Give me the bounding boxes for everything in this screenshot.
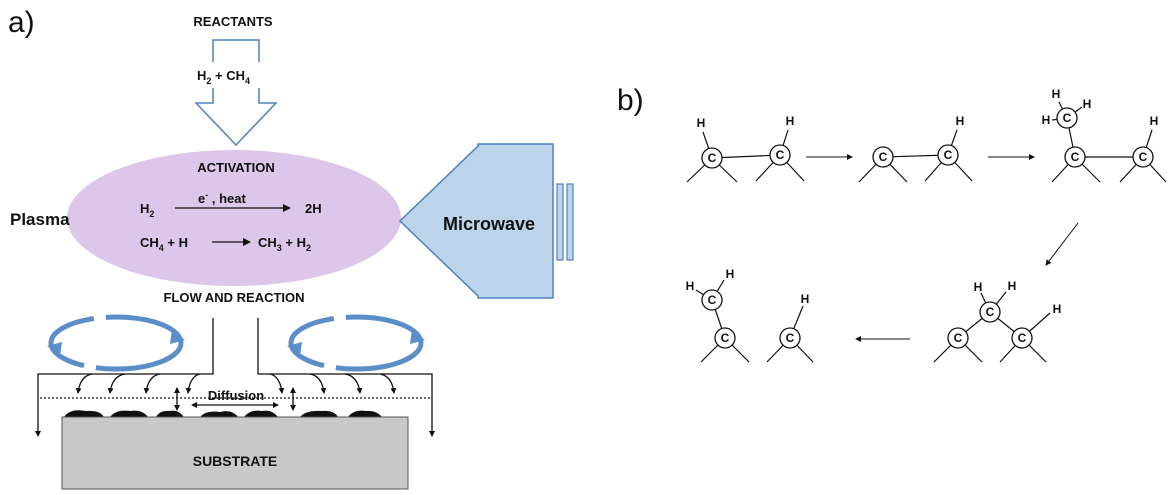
carbon-circles [701,107,1154,349]
reaction1-condition: e- , heat [198,190,246,206]
atom-c-label: C [776,148,785,162]
reaction2-left: CH4 + H [140,235,188,253]
atom-c-label: C [879,150,888,164]
atom-c-label: C [708,151,717,165]
atom-h-label: H [1042,113,1051,127]
reactants-arrow [194,39,278,147]
microwave-arrow [398,143,554,299]
panel-b-label: b) [617,84,644,117]
atom-h-label: H [786,114,795,128]
panel-a: a) REACTANTS H2 + CH4 ACTIVATION Plasma … [8,6,574,490]
atom-c-label: C [1139,150,1148,164]
flow-lines [35,318,435,437]
reaction2-right: CH3 + H2 [258,235,311,253]
plasma-label: Plasma [10,210,70,229]
flow-title: FLOW AND REACTION [163,290,304,305]
atom-c-label: C [986,305,995,319]
atom-c-label: C [786,331,795,345]
formula-plus-ch: + CH [211,68,245,83]
reactants-formula: H2 + CH4 [197,68,250,86]
formula-sub4: 4 [245,76,250,86]
diffusion-label: Diffusion [208,388,264,403]
formula-backdrop [195,62,277,88]
formula-sub2: 2 [206,76,211,86]
atom-h-label: H [1053,302,1062,316]
hydrogen-labels: H H H H H H H H H H H H H [686,87,1159,316]
swirl-left [47,314,185,372]
atom-c-label: C [1071,150,1080,164]
plasma-ellipse [67,150,401,286]
reaction-arrows [806,154,1079,342]
microwave-bar-1 [556,183,564,261]
atom-h-label: H [1052,87,1061,101]
atom-c-label: C [944,148,953,162]
formula-h: H [197,68,206,83]
swirl-right [287,314,425,372]
atom-c-label: C [1063,111,1072,125]
atom-c-label: C [721,331,730,345]
substrate-block [61,416,409,490]
atom-h-label: H [697,116,706,130]
atom-h-label: H [974,280,983,294]
atom-h-label: H [1008,279,1017,293]
atom-c-label: C [1018,331,1027,345]
atom-h-label: H [726,267,735,281]
microwave-label: Microwave [443,214,535,234]
molecule-bonds [686,101,1167,363]
microwave-bar-2 [566,183,574,261]
film-deposits [64,410,382,417]
reaction1-left: H2 [140,201,154,219]
atom-h-label: H [686,279,695,293]
atom-h-label: H [1150,114,1159,128]
activation-title: ACTIVATION [197,160,275,175]
atom-h-label: H [956,114,965,128]
substrate-label: SUBSTRATE [193,453,278,469]
atom-h-label: H [1083,97,1092,111]
carbon-labels: C C C C C C C C C C C C C [708,111,1148,345]
reaction1-right: 2H [305,201,322,216]
reactants-title: REACTANTS [193,14,273,29]
atom-c-label: C [708,293,717,307]
atom-h-label: H [801,292,810,306]
panel-a-label: a) [8,6,35,39]
atom-c-label: C [954,331,963,345]
panel-b: b) [617,84,1167,363]
